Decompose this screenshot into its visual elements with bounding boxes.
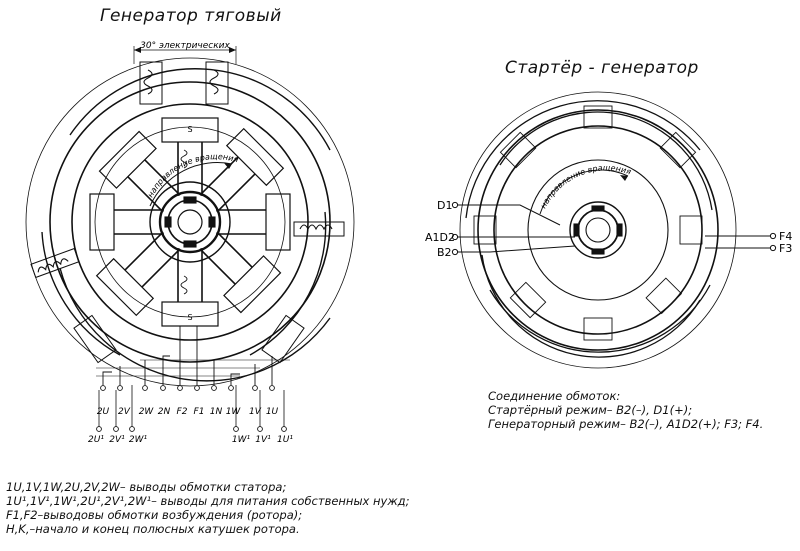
terminal-label: 1U xyxy=(266,407,279,417)
terminal-label: 1V¹ xyxy=(255,435,271,445)
legend-line: H,K,–начало и конец полюсных катушек рот… xyxy=(6,522,300,536)
terminal-label: 2V¹ xyxy=(109,435,125,445)
rotation-label-right: направление вращения xyxy=(539,163,633,210)
terminal-label: F1 xyxy=(194,407,205,417)
connection-notes-header: Соединение обмоток: xyxy=(488,389,621,403)
starter-mode-note: Стартёрный режим– B2(–), D1(+); xyxy=(488,403,693,417)
terminal-label: 1N xyxy=(210,407,223,417)
traction-generator-title: Генератор тяговый xyxy=(100,6,282,26)
terminal-label: 2N xyxy=(158,407,171,417)
legend-line: 1U¹,1V¹,1W¹,2U¹,2V¹,2W¹– выводы для пита… xyxy=(6,494,410,508)
legend-line: F1,F2–выводовы обмотки возбуждения (рото… xyxy=(6,508,303,522)
legend: 1U,1V,1W,2U,2V,2W– выводы обмотки статор… xyxy=(6,480,410,536)
terminal-label: 1U¹ xyxy=(277,435,293,445)
terminal-label: 2W¹ xyxy=(129,435,148,445)
terminal-label: 2V xyxy=(118,407,131,417)
pole-label-top: S xyxy=(187,125,192,134)
terminal-label: F2 xyxy=(177,407,188,417)
terminal-label: 2U xyxy=(97,407,110,417)
terminal-label: F3 xyxy=(779,242,792,255)
terminal-label: 1W¹ xyxy=(232,435,251,445)
connection-notes: Соединение обмоток: Стартёрный режим– B2… xyxy=(488,389,763,431)
terminal-label: 1W xyxy=(226,407,242,417)
starter-terminal-labels: D1 A1D2 B2 F4 F3 xyxy=(425,199,792,259)
traction-generator-drawing xyxy=(25,46,355,432)
rotation-label-right-path: направление вращения xyxy=(539,163,633,210)
terminal-label: B2 xyxy=(437,246,452,259)
terminal-label: D1 xyxy=(437,199,452,212)
terminal-label: 1V xyxy=(249,407,262,417)
pole-label-bottom: S xyxy=(187,313,192,322)
traction-terminal-labels: 2U 2V 2W 2N F2 F1 1N 1W 1V 1U 2U¹ 2V¹ 2W… xyxy=(88,407,293,445)
terminal-label: F4 xyxy=(779,230,792,243)
terminal-label: 2U¹ xyxy=(88,435,104,445)
terminal-label: A1D2 xyxy=(425,231,455,244)
legend-line: 1U,1V,1W,2U,2V,2W– выводы обмотки статор… xyxy=(6,480,287,494)
generator-mode-note: Генераторный режим– B2(–), A1D2(+); F3; … xyxy=(488,417,764,431)
starter-generator-title: Стартёр - генератор xyxy=(505,58,699,78)
starter-generator-drawing xyxy=(451,91,777,369)
terminal-label: 2W xyxy=(139,407,155,417)
angle-note: 30° электрических xyxy=(140,41,230,51)
